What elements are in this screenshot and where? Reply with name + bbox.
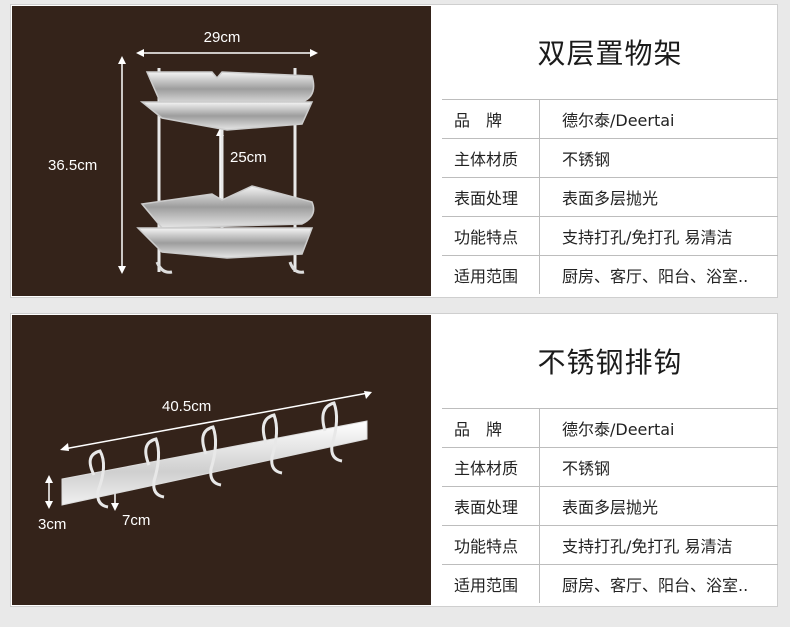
hook-rail-photo: 40.5cm 3cm 7cm [12, 315, 431, 605]
spec-value: 德尔泰/Deertai [562, 420, 675, 439]
shelf-height-label: 36.5cm [48, 157, 97, 174]
spec-row-finish: 表面处理 表面多层抛光 [442, 178, 778, 217]
spec-label: 品 牌 [442, 409, 540, 447]
spec-row-usage: 适用范围 厨房、客厅、阳台、浴室.. [442, 565, 778, 603]
hook-rail-illustration [61, 401, 368, 509]
spec-row-features: 功能特点 支持打孔/免打孔 易清洁 [442, 526, 778, 565]
product-title: 不锈钢排钩 [442, 314, 778, 409]
shelf-illustration [136, 68, 315, 274]
shelf-gap-label: 25cm [230, 149, 267, 166]
rail-length-label: 40.5cm [162, 398, 211, 415]
spec-row-material: 主体材质 不锈钢 [442, 139, 778, 178]
spec-value: 厨房、客厅、阳台、浴室.. [562, 267, 749, 286]
rail-depth-label: 7cm [122, 512, 150, 529]
spec-row-brand: 品 牌 德尔泰/Deertai [442, 100, 778, 139]
shelf-spec-table: 双层置物架 品 牌 德尔泰/Deertai 主体材质 不锈钢 表面处理 表面多层… [442, 5, 778, 297]
spec-value: 支持打孔/免打孔 易清洁 [562, 537, 733, 556]
spec-row-usage: 适用范围 厨房、客厅、阳台、浴室.. [442, 256, 778, 294]
spec-row-features: 功能特点 支持打孔/免打孔 易清洁 [442, 217, 778, 256]
spec-label: 功能特点 [442, 526, 540, 564]
shelf-photo: 29cm 36.5cm 25cm [12, 6, 431, 296]
spec-label: 适用范围 [442, 256, 540, 294]
spec-label: 主体材质 [442, 448, 540, 486]
spec-label: 表面处理 [442, 487, 540, 525]
spec-label: 品 牌 [442, 100, 540, 138]
spec-value: 不锈钢 [562, 459, 611, 478]
spec-value: 厨房、客厅、阳台、浴室.. [562, 576, 749, 595]
spec-row-finish: 表面处理 表面多层抛光 [442, 487, 778, 526]
product-panel-shelf: 29cm 36.5cm 25cm [10, 4, 778, 298]
spec-label: 功能特点 [442, 217, 540, 255]
spec-value: 表面多层抛光 [562, 189, 659, 208]
spec-value: 不锈钢 [562, 150, 611, 169]
spec-value: 支持打孔/免打孔 易清洁 [562, 228, 733, 247]
spec-value: 德尔泰/Deertai [562, 111, 675, 130]
hook-rail-spec-table: 不锈钢排钩 品 牌 德尔泰/Deertai 主体材质 不锈钢 表面处理 表面多层… [442, 314, 778, 606]
product-title: 双层置物架 [442, 5, 778, 100]
spec-row-brand: 品 牌 德尔泰/Deertai [442, 409, 778, 448]
shelf-width-label: 29cm [204, 29, 241, 46]
spec-label: 主体材质 [442, 139, 540, 177]
spec-label: 适用范围 [442, 565, 540, 603]
spec-label: 表面处理 [442, 178, 540, 216]
rail-height-label: 3cm [38, 516, 66, 533]
spec-value: 表面多层抛光 [562, 498, 659, 517]
product-panel-hook-rail: 40.5cm 3cm 7cm 不锈钢排钩 [10, 313, 778, 607]
spec-row-material: 主体材质 不锈钢 [442, 448, 778, 487]
